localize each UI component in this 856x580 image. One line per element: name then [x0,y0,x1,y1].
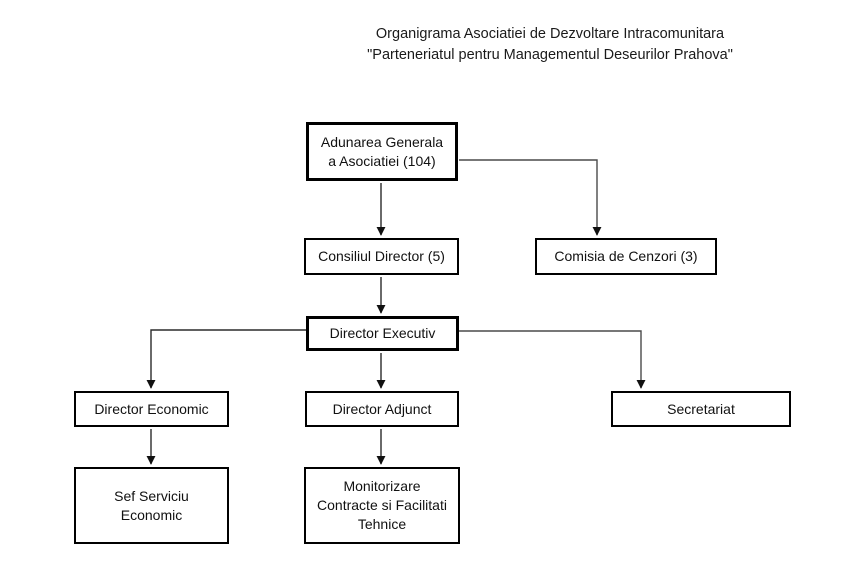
chart-title-line2: "Parteneriatul pentru Managementul Deseu… [367,47,733,63]
node-director-adjunct: Director Adjunct [305,391,459,427]
node-secretariat: Secretariat [611,391,791,427]
node-director-executiv: Director Executiv [306,316,459,351]
node-sef-serviciu-economic: Sef Serviciu Economic [74,467,229,544]
node-director-economic: Director Economic [74,391,229,427]
node-consiliul-director: Consiliul Director (5) [304,238,459,275]
node-monitorizare-contracte: Monitorizare Contracte si Facilitati Teh… [304,467,460,544]
chart-title: Organigrama Asociatiei de Dezvoltare Int… [240,24,856,66]
chart-title-line1: Organigrama Asociatiei de Dezvoltare Int… [375,26,725,42]
edge-executiv-economic [146,329,306,389]
edge-executiv-secretariat [459,330,646,389]
node-adunarea-generala: Adunarea Generala a Asociatiei (104) [306,122,458,181]
edge-adunarea-comisia [459,159,602,236]
node-comisia-de-cenzori: Comisia de Cenzori (3) [535,238,717,275]
